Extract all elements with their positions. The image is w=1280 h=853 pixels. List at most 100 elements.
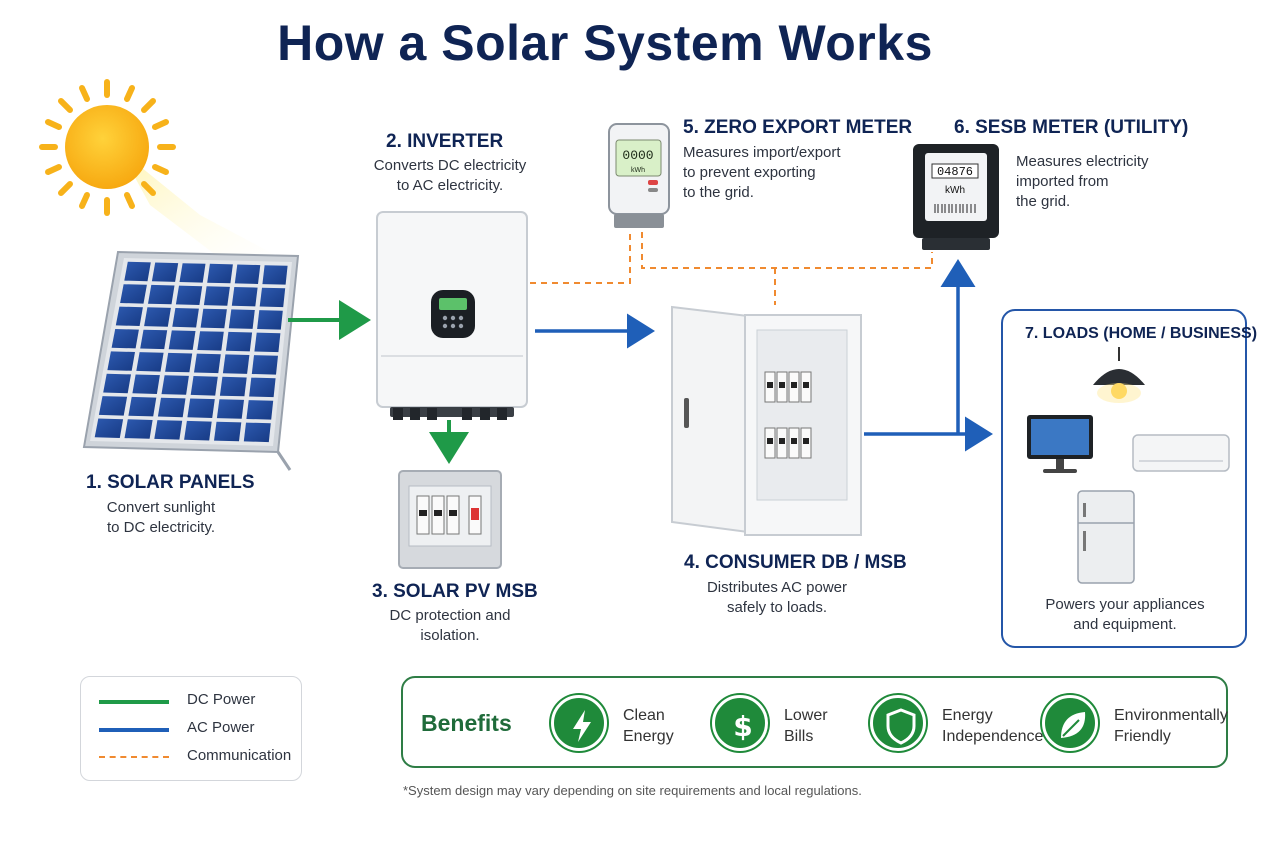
loads-label: 7. LOADS (HOME / BUSINESS) bbox=[1025, 325, 1258, 342]
inverter-icon bbox=[376, 211, 528, 420]
benefit-label: Lower Bills bbox=[784, 707, 828, 745]
solar-cell bbox=[179, 263, 206, 283]
benefits-title: Benefits bbox=[421, 710, 512, 736]
solar-cell bbox=[216, 399, 244, 419]
solar-panels-desc: Convert sunlight to DC electricity. bbox=[106, 499, 216, 536]
solar-cell bbox=[98, 396, 128, 416]
solar-cell bbox=[262, 265, 288, 285]
solar-cell bbox=[151, 262, 179, 282]
benefit-label: Energy Independence bbox=[942, 707, 1044, 745]
refrigerator-icon bbox=[1077, 490, 1135, 584]
legend-item-comm: Communication bbox=[81, 747, 301, 767]
sesb-meter-icon: 04876 kWh bbox=[913, 144, 999, 250]
solar-cell bbox=[161, 375, 189, 395]
solar-cell bbox=[243, 422, 271, 443]
solar-cell bbox=[225, 331, 253, 352]
zero-export-unit: kWh bbox=[631, 167, 645, 174]
sesb-meter-label: 6. SESB METER (UTILITY) bbox=[954, 117, 1189, 138]
consumer-db-icon bbox=[671, 305, 862, 536]
solar-cell bbox=[231, 287, 258, 307]
solar-cell bbox=[184, 420, 212, 441]
solar-cell bbox=[140, 329, 168, 350]
solar-cell bbox=[111, 329, 139, 349]
legend-swatch-ac bbox=[99, 728, 169, 732]
solar-cell bbox=[214, 421, 242, 442]
solar-cell bbox=[128, 396, 157, 417]
communication-lines bbox=[530, 232, 933, 305]
zero-export-meter-icon: 0000 kWh bbox=[608, 123, 670, 228]
solar-cell bbox=[132, 374, 160, 394]
consumer-db-label: 4. CONSUMER DB / MSB bbox=[684, 552, 907, 573]
solar-cell bbox=[187, 398, 215, 418]
solar-cell bbox=[175, 285, 203, 305]
sesb-meter-desc: Measures electricity imported from the g… bbox=[1016, 153, 1149, 210]
benefit-label: Environmentally Friendly bbox=[1114, 707, 1228, 745]
solar-cell bbox=[94, 418, 124, 438]
consumer-db-desc: Distributes AC power safely to loads. bbox=[706, 579, 848, 616]
solar-cell bbox=[259, 287, 286, 308]
air-conditioner-icon bbox=[1132, 434, 1230, 472]
ac-power-lines bbox=[535, 259, 993, 452]
solar-cell bbox=[207, 263, 233, 284]
legend-label-comm: Communication bbox=[187, 747, 292, 764]
legend: DC Power AC Power Communication bbox=[80, 676, 302, 781]
solar-panel-icon bbox=[82, 250, 300, 471]
solar-cell bbox=[194, 353, 221, 374]
footnote: *System design may vary depending on sit… bbox=[403, 783, 862, 798]
inverter-desc: Converts DC electricity to AC electricit… bbox=[373, 157, 527, 194]
solar-cell bbox=[107, 351, 135, 371]
solar-cell bbox=[254, 332, 281, 353]
solar-cell bbox=[157, 397, 186, 418]
sun-icon bbox=[39, 79, 300, 268]
solar-cell bbox=[246, 400, 274, 420]
zero-export-desc: Measures import/export to prevent export… bbox=[683, 144, 841, 201]
solar-cell bbox=[165, 352, 193, 373]
leaf-icon bbox=[1042, 695, 1098, 751]
pv-msb-desc: DC protection and isolation. bbox=[389, 607, 511, 644]
solar-cell bbox=[148, 284, 175, 305]
solar-cell bbox=[257, 310, 283, 330]
dc-power-lines bbox=[288, 300, 469, 464]
legend-item-ac: AC Power bbox=[81, 719, 301, 739]
solar-cell bbox=[168, 330, 196, 350]
solar-cell bbox=[197, 331, 224, 351]
solar-cell bbox=[234, 264, 261, 284]
lightning-icon bbox=[551, 695, 607, 751]
benefit-label: Clean Energy bbox=[623, 707, 674, 745]
solar-panels-label: 1. SOLAR PANELS bbox=[86, 472, 255, 493]
solar-cell bbox=[190, 376, 218, 396]
solar-cell bbox=[144, 307, 171, 327]
solar-cell bbox=[222, 354, 250, 374]
legend-item-dc: DC Power bbox=[81, 691, 301, 711]
solar-cell bbox=[200, 308, 227, 329]
dollar-icon: $ bbox=[712, 695, 768, 751]
sesb-unit: kWh bbox=[945, 185, 965, 196]
zero-export-label: 5. ZERO EXPORT METER bbox=[683, 117, 913, 138]
svg-text:$: $ bbox=[733, 710, 752, 743]
inverter-label: 2. INVERTER bbox=[386, 131, 504, 152]
benefits-panel: Benefits Clean Energy $ Lower Bills Ener… bbox=[401, 676, 1228, 768]
loads-desc: Powers your appliances and equipment. bbox=[1045, 596, 1205, 633]
solar-cell bbox=[103, 373, 131, 394]
solar-cell bbox=[203, 286, 230, 306]
loads-panel: 7. LOADS (HOME / BUSINESS) Powers your a… bbox=[1001, 309, 1257, 648]
sesb-display: 04876 bbox=[937, 165, 973, 179]
lamp-icon bbox=[1093, 347, 1145, 403]
page-title: How a Solar System Works bbox=[277, 15, 933, 71]
pv-msb-icon bbox=[398, 470, 502, 569]
shield-icon bbox=[870, 695, 926, 751]
solar-cell bbox=[219, 376, 247, 397]
solar-cell bbox=[124, 419, 153, 439]
legend-label-ac: AC Power bbox=[187, 719, 255, 736]
zero-export-display: 0000 bbox=[622, 148, 653, 163]
monitor-icon bbox=[1027, 415, 1093, 473]
solar-cell bbox=[124, 261, 151, 282]
solar-cell bbox=[154, 420, 183, 440]
solar-cell bbox=[120, 284, 147, 304]
legend-swatch-comm bbox=[99, 756, 169, 758]
appliances-graphic bbox=[1027, 347, 1230, 584]
solar-cell bbox=[251, 355, 278, 375]
solar-cell bbox=[115, 306, 143, 326]
solar-cell bbox=[172, 308, 199, 328]
